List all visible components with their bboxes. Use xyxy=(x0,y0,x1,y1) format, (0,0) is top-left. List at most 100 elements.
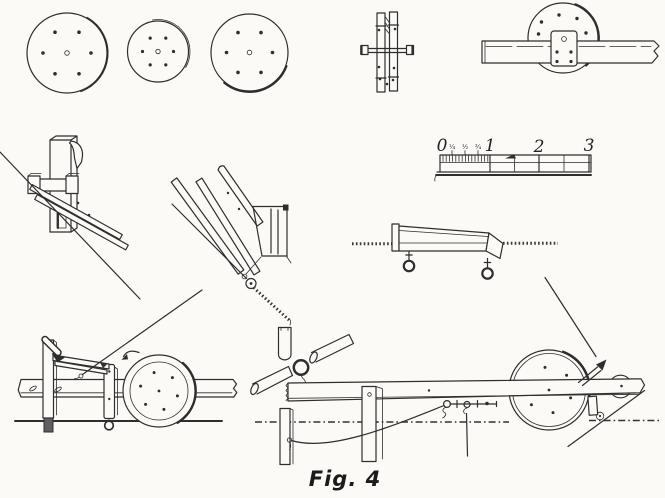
rope-knot-tail xyxy=(289,442,292,450)
axle-tip-right xyxy=(411,45,414,55)
ruler-label-1: 1 xyxy=(485,136,496,156)
shackle-link xyxy=(245,256,262,275)
disc-rim xyxy=(126,20,190,83)
center-hole xyxy=(64,50,70,56)
wheel-rim xyxy=(129,361,189,421)
rivet-dot xyxy=(226,191,230,195)
beam-slot xyxy=(54,386,62,393)
tongue-clip xyxy=(100,362,107,368)
left-tube xyxy=(251,365,294,395)
rivet-dot xyxy=(87,213,91,217)
hitch-ring-right xyxy=(463,400,471,409)
left-tube-mouth xyxy=(250,382,259,396)
sagging-rope xyxy=(290,404,445,445)
beam-bolt xyxy=(427,389,431,392)
fraction-label-quarter: ¼ xyxy=(449,143,456,151)
ring-hook xyxy=(300,374,306,383)
index-pointer xyxy=(505,154,516,159)
ruler-end-curl xyxy=(434,174,438,182)
stake-post-left xyxy=(279,407,291,466)
axle-pin xyxy=(547,388,551,392)
pull-rope-upper xyxy=(544,276,597,358)
disc-wheel-medium-front-view xyxy=(210,13,289,93)
right-rim-bar xyxy=(387,11,400,92)
vertical-tube xyxy=(277,326,292,361)
hub-hatching xyxy=(385,16,390,35)
wheel-mounted-on-beam xyxy=(481,2,660,74)
rope-toggle-pin xyxy=(598,414,602,418)
ruler-label-2: 2 xyxy=(533,137,545,157)
rotation-arrow-arc xyxy=(122,350,140,358)
post-and-clamp-detail xyxy=(0,135,141,300)
rivet-dot xyxy=(237,207,241,211)
bolt-holes xyxy=(140,36,176,67)
front-post-side xyxy=(53,339,57,416)
rod-fitting-dot xyxy=(485,401,489,406)
rail-bar-rear xyxy=(217,165,264,227)
rail-bar-left xyxy=(170,177,245,275)
fraction-ticks xyxy=(451,150,479,156)
pulley-wheel xyxy=(245,277,257,290)
fraction-label-threequarter: ¾ xyxy=(475,143,482,151)
wedge-side-face xyxy=(485,232,504,260)
stake-post-left-side xyxy=(289,408,294,465)
twisted-rope-from-pulley xyxy=(252,286,291,322)
diagonal-rail-upper xyxy=(29,184,123,240)
unit-division-lines xyxy=(489,154,590,173)
center-hole xyxy=(155,48,161,55)
rim-double-line xyxy=(152,19,191,68)
tongue-bar-lower xyxy=(54,360,108,375)
wedge-end-cap xyxy=(391,223,400,252)
beam-inner-line xyxy=(287,393,640,399)
fine-graduations xyxy=(442,154,489,162)
bracket-tail xyxy=(286,256,292,264)
graduated-scale-ruler: 0 1 2 3 ¼ ½ ¾ xyxy=(434,136,594,182)
axle xyxy=(362,47,411,54)
tube-and-ring-coupling-detail xyxy=(250,326,355,396)
wedge-face-lines xyxy=(398,230,489,244)
axle-tip-left xyxy=(360,45,363,55)
eye-ring-right xyxy=(481,267,494,280)
direction-arrow-head xyxy=(596,359,607,371)
rim-shading xyxy=(79,16,109,93)
s-hook xyxy=(442,407,447,419)
pulley-pin xyxy=(249,282,253,285)
tube-mouth-ticks xyxy=(280,327,289,331)
post-hole xyxy=(367,392,372,397)
axle-end-caps xyxy=(360,44,415,56)
rivet-dot xyxy=(76,201,80,205)
hook xyxy=(463,407,468,414)
wheel-bolt-holes xyxy=(139,371,179,411)
bent-strap-flap xyxy=(68,140,84,170)
rivet-dot xyxy=(108,370,111,373)
rope-tail xyxy=(74,376,80,379)
stake-post-middle-side xyxy=(375,386,383,460)
wheeled-carriage-side-view xyxy=(14,289,238,433)
eye-ring-left xyxy=(402,259,416,273)
draft-rope xyxy=(81,289,203,376)
disc-wheel-large-front-view xyxy=(26,12,109,94)
fraction-label-half: ½ xyxy=(462,143,468,151)
beam-slot xyxy=(29,385,37,392)
rope-knot xyxy=(286,437,293,443)
rim-shading xyxy=(223,65,288,93)
rail-bar-right xyxy=(195,177,261,276)
long-rope-line xyxy=(0,151,141,300)
clamp-block-right xyxy=(65,175,79,195)
rotation-arrow-head xyxy=(121,354,128,360)
right-tube xyxy=(310,333,355,363)
rail-bracket-with-pulley-detail xyxy=(170,165,292,326)
lever-grip xyxy=(42,337,61,355)
diagonal-rail-lower xyxy=(34,194,129,251)
disc-rim xyxy=(26,12,108,94)
rivet-dots xyxy=(377,27,397,86)
pull-rope-lower xyxy=(567,389,646,448)
eye-shanks xyxy=(405,250,492,269)
left-rim-bar xyxy=(375,12,387,93)
beam-broken-end xyxy=(285,382,289,402)
mounting-plate xyxy=(550,30,578,67)
arrow-strut xyxy=(577,366,602,387)
hanger-bar-side xyxy=(114,366,118,416)
wedge-front-face xyxy=(398,225,490,252)
stake-post-middle xyxy=(361,385,377,463)
